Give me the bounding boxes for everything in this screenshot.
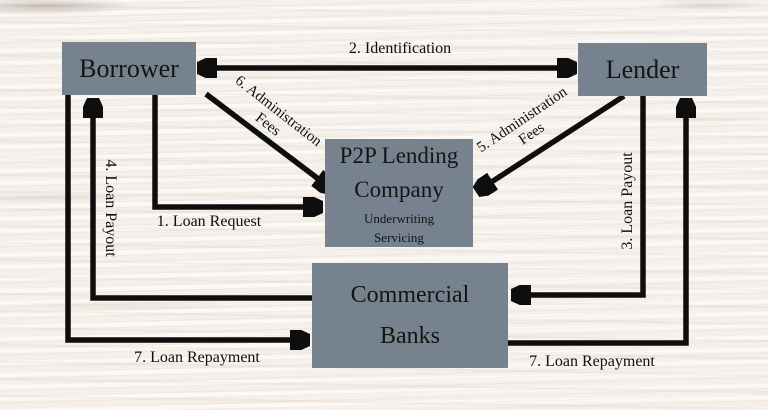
node-borrower-label: Borrower [79,53,179,83]
node-p2p-subtitle: Underwriting Servicing [364,210,434,248]
node-lender: Lender [578,43,707,96]
arrow-loan-repayment-left [65,95,310,340]
node-p2p-title: P2P Lending Company [340,139,459,208]
node-p2p-sub-line1: Underwriting [363,210,435,226]
label-loan-request: 1. Loan Request [156,213,262,231]
arrow-loan-payout-borrower [93,98,312,301]
node-borrower: Borrower [62,42,196,95]
arrow-admin-fees-borrower [204,91,333,190]
label-loan-repayment-left: 7. Loan Repayment [134,349,260,367]
label-loan-payout-borrower: 4. Loan Payout [101,159,119,257]
node-lender-label: Lender [605,54,680,84]
label-identification: 2. Identification [348,40,452,58]
node-p2p-lending-company: P2P Lending Company Underwriting Servici… [325,139,473,247]
arrow-loan-repayment-right [508,98,686,346]
label-loan-repayment-right: 7. Loan Repayment [529,353,655,371]
node-banks-line1: Commercial [350,281,470,308]
node-p2p-sub-line2: Servicing [374,229,424,245]
label-loan-payout-lender: 3. Loan Payout [619,152,637,250]
node-banks-line2: Banks [380,322,440,349]
arrow-admin-fees-lender [476,93,626,192]
node-p2p-title-line2: Company [354,177,444,203]
arrow-loan-payout-lender [511,96,646,295]
node-p2p-title-line1: P2P Lending [339,142,459,168]
node-commercial-banks: Commercial Banks [312,263,508,368]
arrow-loan-request [152,95,323,207]
